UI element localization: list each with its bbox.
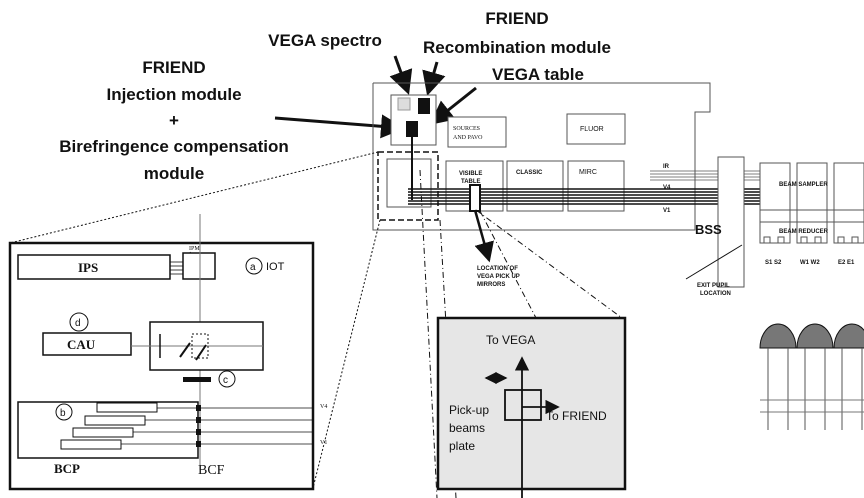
e2e1-label: E2 E1	[838, 260, 855, 266]
lab-table	[372, 82, 711, 231]
v1-inset-label: V1	[320, 440, 327, 446]
telescope-lobes	[759, 323, 864, 430]
module-label: module	[144, 164, 204, 183]
b-label: b	[60, 408, 66, 419]
injection-arrow	[274, 114, 405, 139]
mirc-box	[567, 160, 625, 212]
pickup-label: Pick-up	[449, 403, 489, 417]
sources-label: SOURCES	[453, 126, 480, 132]
vega-table-arrow	[429, 86, 477, 125]
visible-label: VISIBLE	[459, 171, 482, 177]
recombination-arrow	[422, 61, 446, 96]
plus-label: +	[169, 111, 179, 130]
iot-label: IOT	[266, 261, 285, 273]
beam-sampler-label: BEAM SAMPLER	[779, 182, 828, 188]
c-label: c	[223, 375, 228, 386]
to-friend-label: To FRIEND	[546, 409, 607, 423]
beam-reducer-label: BEAM REDUCER	[779, 229, 829, 235]
w1w2-label: W1 W2	[800, 260, 820, 266]
friend-left-label: FRIEND	[142, 58, 205, 77]
bcp-label: BCP	[54, 461, 80, 476]
vega-pickup-label: VEGA PICK UP	[477, 274, 520, 280]
s1s2-label: S1 S2	[765, 260, 782, 266]
to-vega-label: To VEGA	[486, 333, 535, 347]
vega-spectro-label: VEGA spectro	[268, 31, 382, 50]
bss-label: BSS	[695, 222, 722, 237]
and-pavo-label: AND PAVO	[453, 135, 483, 141]
classic-label: CLASSIC	[516, 170, 543, 176]
v4-inset-label: V4	[320, 404, 327, 410]
vega-table-inner	[386, 158, 432, 208]
vega-table-label: VEGA table	[492, 65, 584, 84]
vega-spectro-box	[397, 97, 411, 111]
birefringence-label: Birefringence compensation	[59, 137, 289, 156]
pickup-inset: To VEGA To FRIEND Pick-up beams plate	[436, 316, 627, 498]
a-label: a	[250, 262, 256, 273]
mirrors-label: MIRRORS	[477, 282, 505, 288]
injection-label: Injection module	[106, 85, 241, 104]
d-label: d	[75, 318, 81, 329]
ips-label: IPS	[78, 260, 98, 275]
bss-box	[717, 156, 745, 288]
beam-lines	[408, 188, 760, 205]
recombination-label: Recombination module	[423, 38, 611, 57]
pickup-mirror-marker	[469, 184, 481, 212]
exit-pupil-label: EXIT PUPIL	[697, 283, 730, 289]
friend-recombination-box	[418, 98, 430, 114]
ipm-label: IPM	[189, 246, 200, 252]
pickup-location-arrow	[473, 209, 494, 263]
friend-injection-box	[406, 121, 418, 137]
classic-box	[506, 160, 564, 212]
location-of-label: LOCATION OF	[477, 266, 518, 272]
exit-pupil-pointer	[685, 244, 743, 280]
vega-table-area	[377, 151, 439, 221]
plate-label: plate	[449, 439, 475, 453]
iot-inset: IPM IPS a IOT d CAU c b	[8, 214, 327, 491]
vega-spectro-arrow	[389, 55, 413, 95]
visible-table-label: TABLE	[461, 179, 481, 185]
v1-label: V1	[663, 208, 671, 214]
sources-box	[447, 116, 507, 148]
exit-pupil-location-label: LOCATION	[700, 291, 731, 297]
mirc-label: MIRC	[579, 169, 597, 176]
fluor-label: FLUOR	[580, 126, 604, 133]
v4-label: V4	[663, 185, 671, 191]
cau-label: CAU	[67, 337, 96, 352]
fluor-box	[566, 113, 626, 145]
beams-label: beams	[449, 421, 485, 435]
ir-label: IR	[663, 164, 670, 170]
bcf-label: BCF	[198, 463, 225, 478]
friend-top-label: FRIEND	[485, 9, 548, 28]
beam-columns	[759, 162, 864, 244]
